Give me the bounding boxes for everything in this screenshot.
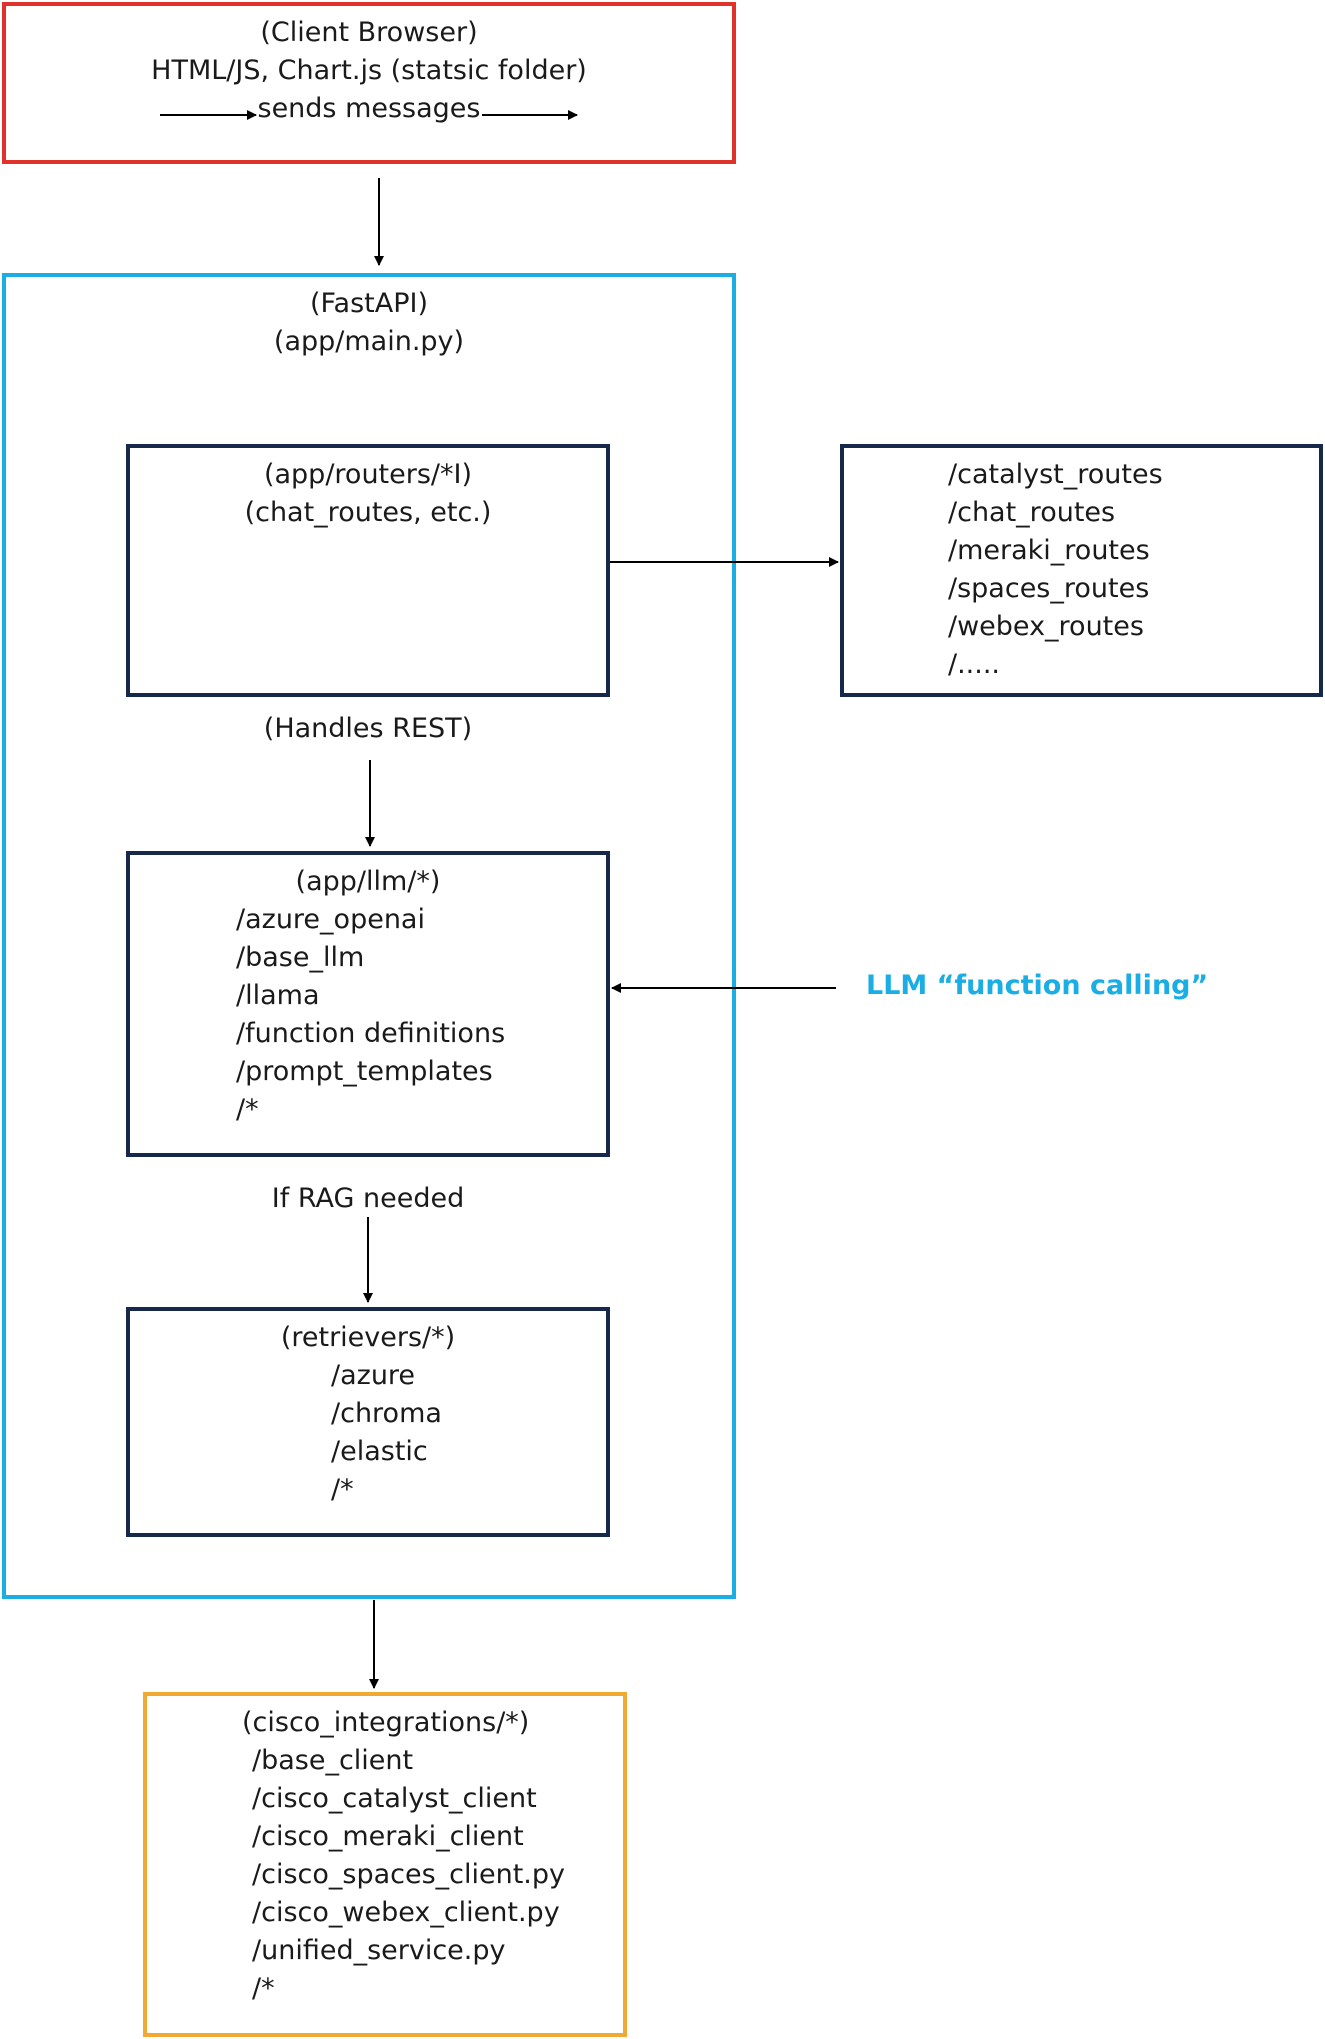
client-browser-title: (Client Browser)	[260, 17, 478, 48]
route-item: /chat_routes	[948, 497, 1116, 528]
fastapi-title: (FastAPI)	[309, 288, 429, 319]
routers-title: (app/routers/*I)	[263, 459, 473, 490]
cisco-item: /cisco_webex_client.py	[252, 1897, 560, 1928]
retrievers-title: (retrievers/*)	[280, 1322, 456, 1353]
route-item: /meraki_routes	[948, 535, 1150, 566]
routes-list-box	[840, 444, 1323, 697]
route-item: /.....	[948, 649, 1001, 680]
route-item: /spaces_routes	[948, 573, 1150, 604]
retriever-item: /elastic	[331, 1436, 428, 1467]
sends-messages-label: sends messages	[257, 93, 481, 124]
cisco-integrations-list: /base_client /cisco_catalyst_client /cis…	[252, 1742, 565, 2008]
llm-box	[126, 851, 610, 1157]
client-browser-subtitle: HTML/JS, Chart.js (statsic folder)	[151, 55, 587, 86]
handles-rest-label: (Handles REST)	[263, 713, 473, 744]
llm-item: /llama	[236, 980, 320, 1011]
llm-item: /function definitions	[236, 1018, 506, 1049]
retrievers-box	[126, 1307, 610, 1537]
routers-subtitle: (chat_routes, etc.)	[244, 497, 492, 528]
retriever-item: /chroma	[331, 1398, 442, 1429]
cisco-integrations-box	[143, 1692, 627, 2037]
fastapi-subtitle: (app/main.py)	[273, 326, 465, 357]
llm-item: /azure_openai	[236, 904, 425, 935]
cisco-item: /base_client	[252, 1745, 414, 1776]
cisco-item: /unified_service.py	[252, 1935, 506, 1966]
route-item: /catalyst_routes	[948, 459, 1163, 490]
retrievers-list: /azure /chroma /elastic /*	[331, 1357, 442, 1509]
cisco-item: /cisco_catalyst_client	[252, 1783, 537, 1814]
llm-list: /azure_openai /base_llm /llama /function…	[236, 901, 505, 1129]
client-browser-box	[2, 2, 736, 164]
route-item: /webex_routes	[948, 611, 1144, 642]
cisco-item: /cisco_meraki_client	[252, 1821, 524, 1852]
fastapi-box	[2, 273, 736, 1599]
llm-item: /*	[236, 1094, 259, 1125]
rag-needed-label: If RAG needed	[271, 1183, 465, 1214]
llm-item: /base_llm	[236, 942, 365, 973]
llm-item: /prompt_templates	[236, 1056, 493, 1087]
cisco-item: /cisco_spaces_client.py	[252, 1859, 566, 1890]
retriever-item: /azure	[331, 1360, 416, 1391]
routes-list: /catalyst_routes /chat_routes /meraki_ro…	[948, 456, 1163, 684]
cisco-integrations-title: (cisco_integrations/*)	[242, 1707, 530, 1738]
retriever-item: /*	[331, 1474, 354, 1505]
llm-title: (app/llm/*)	[295, 866, 441, 897]
routers-box	[126, 444, 610, 697]
function-calling-label: LLM “function calling”	[866, 970, 1209, 1001]
cisco-item: /*	[252, 1973, 275, 2004]
